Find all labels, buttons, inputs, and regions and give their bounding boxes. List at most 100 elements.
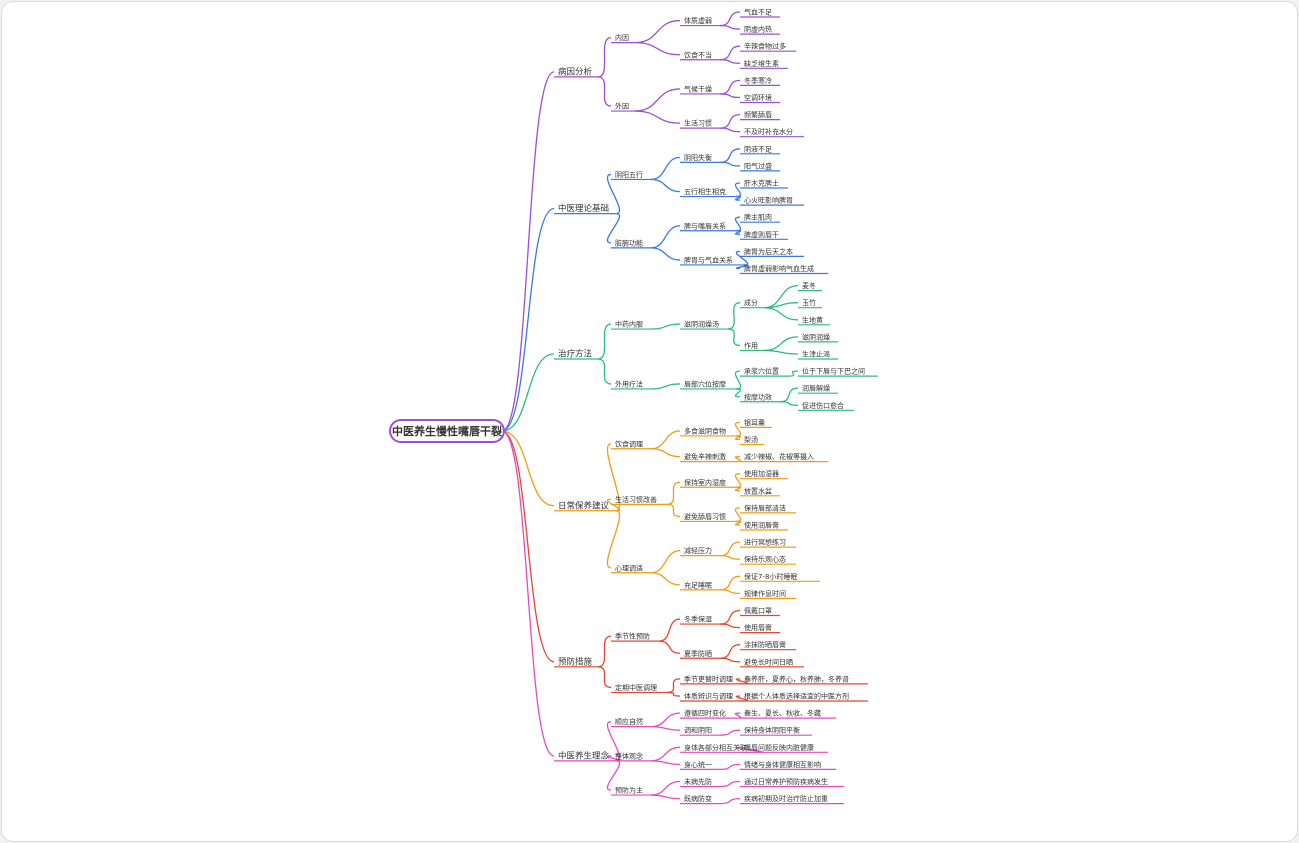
topic-label[interactable]: 进行冥想练习 (744, 538, 786, 547)
topic-label[interactable]: 保持乐观心态 (744, 555, 786, 564)
topic-label[interactable]: 脾主肌肉 (744, 213, 772, 222)
topic-label[interactable]: 春生、夏长、秋收、冬藏 (744, 709, 821, 718)
topic-label[interactable]: 作用 (744, 341, 758, 350)
topic-label[interactable]: 气候干燥 (684, 84, 712, 93)
main-branch-label[interactable]: 病因分析 (558, 66, 593, 77)
topic-label[interactable]: 充足睡眠 (684, 580, 712, 589)
connector-line (650, 794, 681, 800)
topic-label[interactable]: 身心统一 (684, 760, 712, 769)
topic-label[interactable]: 保证7-8小时睡眠 (744, 572, 797, 581)
root-node[interactable]: 中医养生慢性嘴唇干裂 (389, 419, 505, 443)
topic-label[interactable]: 未病先防 (684, 777, 712, 786)
topic-label[interactable]: 空调环境 (744, 93, 772, 102)
main-branch-label[interactable]: 日常保养建议 (558, 500, 610, 511)
topic-label[interactable]: 润唇解燥 (802, 384, 830, 393)
topic-label[interactable]: 脾胃与气血关系 (684, 255, 733, 264)
topic-label[interactable]: 避免舔唇习惯 (684, 512, 726, 521)
topic-label[interactable]: 脾胃虚弱影响气血生成 (744, 264, 814, 273)
topic-label[interactable]: 规律作息时间 (744, 589, 786, 598)
main-branch-label[interactable]: 中医养生理念 (558, 750, 610, 761)
topic-label[interactable]: 通过日常养护预防疾病发生 (744, 777, 828, 786)
topic-label[interactable]: 遵循四时变化 (684, 709, 726, 718)
topic-label[interactable]: 辛辣食物过多 (744, 42, 786, 51)
topic-label[interactable]: 频繁舔唇 (744, 110, 772, 119)
topic-label[interactable]: 生活习惯改善 (615, 495, 657, 504)
topic-label[interactable]: 冬季寒冷 (744, 76, 772, 85)
topic-label[interactable]: 内因 (615, 33, 629, 42)
topic-label[interactable]: 减少辣椒、花椒等摄入 (744, 452, 814, 461)
topic-label[interactable]: 整体观念 (615, 751, 643, 760)
topic-label[interactable]: 佩戴口罩 (744, 606, 772, 615)
topic-label[interactable]: 气血不足 (744, 8, 772, 17)
topic-label[interactable]: 生地黄 (802, 315, 823, 324)
topic-label[interactable]: 饮食调理 (615, 439, 643, 448)
topic-label[interactable]: 季节更替时调理 (684, 674, 733, 683)
topic-label[interactable]: 调和阴阳 (684, 726, 712, 735)
topic-label[interactable]: 保持室内湿度 (684, 478, 726, 487)
topic-label[interactable]: 成分 (744, 298, 758, 307)
topic-label[interactable]: 涂抹防晒唇膏 (744, 640, 786, 649)
topic-label[interactable]: 使用加湿器 (744, 469, 779, 478)
topic-label[interactable]: 定期中医调理 (615, 683, 657, 692)
topic-label[interactable]: 外因 (615, 102, 629, 111)
topic-label[interactable]: 体质虚弱 (684, 16, 712, 25)
topic-label[interactable]: 按摩功效 (744, 392, 772, 401)
topic-label[interactable]: 银耳羹 (744, 418, 765, 427)
topic-label[interactable]: 阴虚内热 (744, 25, 772, 34)
topic-label[interactable]: 承浆穴位置 (744, 367, 779, 376)
topic-label[interactable]: 季节性预防 (615, 632, 650, 641)
topic-label[interactable]: 梨汤 (744, 435, 758, 444)
topic-label[interactable]: 心火旺影响脾胃 (744, 196, 793, 205)
topic-label[interactable]: 心理调适 (615, 563, 643, 572)
topic-label[interactable]: 夏季防晒 (684, 649, 712, 658)
main-branch-label[interactable]: 中医理论基础 (558, 203, 609, 214)
topic-label[interactable]: 位于下唇与下巴之间 (802, 367, 865, 376)
topic-label[interactable]: 促进伤口愈合 (802, 401, 844, 410)
topic-label[interactable]: 肝木克脾土 (744, 179, 779, 188)
topic-label[interactable]: 避免长时间日晒 (744, 657, 793, 666)
topic-label[interactable]: 阳气过盛 (744, 161, 772, 170)
topic-label[interactable]: 根据个人体质选择适宜的中医方剂 (744, 692, 849, 701)
topic-label[interactable]: 顺应自然 (615, 717, 643, 726)
topic-label[interactable]: 脾虚则唇干 (744, 230, 779, 239)
topic-label[interactable]: 既病防变 (684, 794, 712, 803)
topic-label[interactable]: 外用疗法 (615, 379, 643, 388)
main-branch-label[interactable]: 治疗方法 (558, 349, 592, 360)
topic-label[interactable]: 脾胃为后天之本 (744, 247, 793, 256)
topic-label[interactable]: 脏腑功能 (615, 238, 643, 247)
topic-label[interactable]: 减轻压力 (684, 546, 712, 555)
topic-label[interactable]: 阴液不足 (744, 144, 772, 153)
topic-label[interactable]: 保持唇部清洁 (744, 503, 786, 512)
topic-label[interactable]: 脾与嘴唇关系 (684, 221, 726, 230)
topic-label[interactable]: 缺乏维生素 (744, 59, 779, 68)
topic-label[interactable]: 使用润唇膏 (744, 521, 779, 530)
topic-label[interactable]: 放置水盆 (744, 486, 772, 495)
topic-label[interactable]: 不及时补充水分 (744, 127, 793, 136)
topic-label[interactable]: 滋阴润燥汤 (684, 320, 719, 329)
topic-label[interactable]: 情绪与身体健康相互影响 (744, 760, 821, 769)
topic-label[interactable]: 使用唇膏 (744, 623, 772, 632)
topic-label[interactable]: 嘴唇问题反映内脏健康 (744, 743, 814, 752)
topic-label[interactable]: 避免辛辣刺激 (684, 452, 726, 461)
topic-label[interactable]: 麦冬 (802, 281, 816, 290)
topic-label[interactable]: 玉竹 (802, 298, 816, 307)
topic-label[interactable]: 冬季保湿 (684, 615, 712, 624)
topic-label[interactable]: 饮食不当 (684, 50, 712, 59)
topic-label[interactable]: 保持身体阴阳平衡 (744, 726, 800, 735)
connector-line (719, 79, 741, 95)
topic-label[interactable]: 预防为主 (615, 786, 643, 795)
topic-label[interactable]: 五行相生相克 (684, 187, 726, 196)
topic-label[interactable]: 身体各部分相互关联 (684, 743, 747, 752)
topic-label[interactable]: 阴阳失衡 (684, 153, 712, 162)
topic-label[interactable]: 中药内服 (615, 320, 643, 329)
topic-label[interactable]: 生活习惯 (684, 119, 712, 128)
main-branch-label[interactable]: 预防措施 (558, 656, 593, 667)
topic-label[interactable]: 疾病初期及时治疗防止加重 (744, 794, 828, 803)
topic-label[interactable]: 多食滋阴食物 (684, 426, 726, 435)
topic-label[interactable]: 唇部穴位按摩 (684, 379, 726, 388)
topic-label[interactable]: 阴阳五行 (615, 170, 643, 179)
topic-label[interactable]: 滋阴润燥 (802, 332, 830, 341)
topic-label[interactable]: 体质辨识与调理 (684, 692, 733, 701)
topic-label[interactable]: 生津止渴 (802, 350, 830, 359)
topic-label[interactable]: 春养肝，夏养心，秋养肺，冬养肾 (744, 674, 849, 683)
